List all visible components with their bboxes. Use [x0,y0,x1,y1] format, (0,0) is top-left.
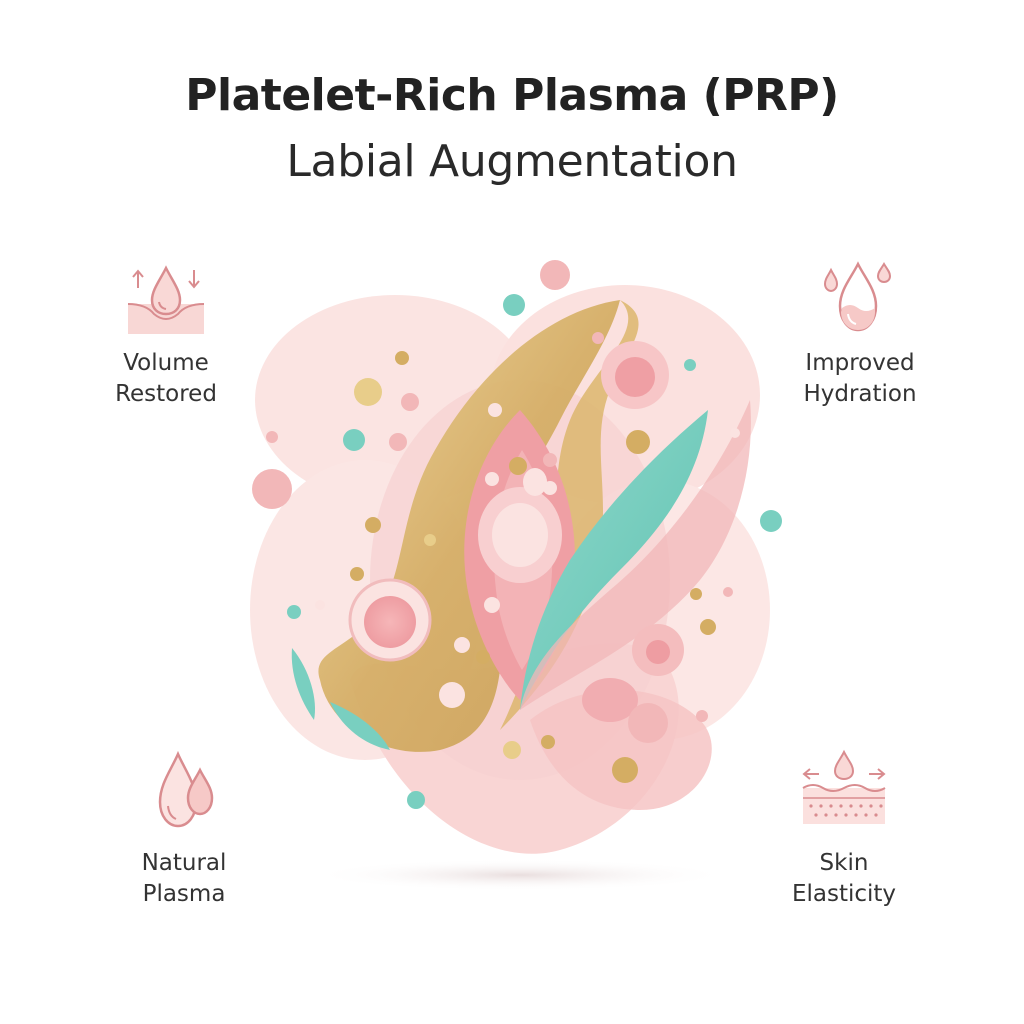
feature-skin-elasticity: Skin Elasticity [744,748,944,910]
particle-dot [343,429,365,451]
hydration-drops-icon [823,261,892,332]
particle-dot [723,587,733,597]
prp-abstract-illustration [250,260,782,891]
particle-dot [700,619,716,635]
feature-hydration-line2: Hydration [803,381,917,407]
feature-volume-line1: Volume [123,350,209,376]
particle-dot [401,393,419,411]
cell-right [632,624,684,676]
particle-dot [389,433,407,451]
feature-elasticity-line1: Skin [819,850,869,876]
particle-dot [514,552,526,564]
particle-dot [252,469,292,509]
plasma-drops-icon [158,750,214,828]
page-title: Platelet-Rich Plasma (PRP) [185,70,839,121]
particle-dot [540,260,570,290]
particle-dot [266,431,278,443]
cell-top-right [601,341,669,409]
page-subtitle: Labial Augmentation [286,136,738,187]
ground-shadow [310,859,730,891]
particle-dot [484,597,500,613]
particle-dot [690,588,702,600]
particle-dot [592,332,604,344]
pink-ribbon-right [520,400,751,710]
particle-dot [503,294,525,316]
feature-volume-line2: Restored [115,381,217,407]
particle-dot [454,637,470,653]
teal-leaf-2 [330,702,390,750]
particle-dot [485,472,499,486]
feature-volume-restored: Volume Restored [66,258,266,410]
feature-elasticity-line2: Elasticity [791,881,897,907]
feature-natural-plasma: Natural Plasma [84,748,284,910]
teal-ribbon [520,410,708,710]
particle-dot [684,359,696,371]
particle-dot [439,682,465,708]
feature-hydration-line1: Improved [805,350,915,376]
feature-improved-hydration: Improved Hydration [760,258,960,410]
particle-dot [424,534,436,546]
particle-dot [541,735,555,749]
particle-dot [509,457,527,475]
particle-dot [503,741,521,759]
particle-dot [628,703,668,743]
particle-dot [543,481,557,495]
volume-drop-icon [127,265,205,334]
particle-dot [488,403,502,417]
particle-dot [730,428,740,438]
particle-dot [287,605,301,619]
particle-dot [407,791,425,809]
particle-dot [315,600,325,610]
particle-dot [476,650,490,664]
cell-left [348,578,432,662]
particle-dot [365,517,381,533]
particle-dot [543,453,557,467]
particle-dot [354,378,382,406]
particle-dot [626,430,650,454]
skin-elasticity-icon [802,749,886,824]
teal-leaf-1 [291,648,316,720]
particle-dot [696,710,708,722]
particle-dot [395,351,409,365]
feature-plasma-line1: Natural [141,850,227,876]
floating-particles [252,260,782,809]
particle-dot [612,757,638,783]
feature-plasma-line2: Plasma [142,881,226,907]
particle-dot [760,510,782,532]
particle-dot [350,567,364,581]
